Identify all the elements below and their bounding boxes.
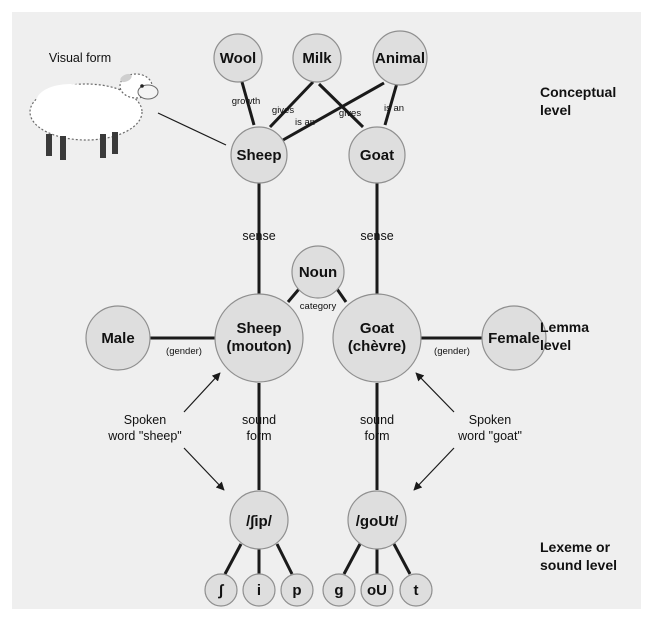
node-sheep-form: /∫ip/: [229, 490, 289, 550]
node-sheep-form-label: /∫ip/: [246, 513, 273, 530]
label-sound-form-left-2: form: [247, 429, 272, 443]
link-animal-sheep: [282, 81, 385, 142]
arrow-spoken-sheep-to-lemma: [183, 372, 221, 413]
level-lemma-line-2: level: [540, 337, 571, 353]
node-sheep-lemma: Sheep (mouton): [214, 293, 304, 383]
label-is-an-sheep: is an: [295, 117, 315, 128]
node-female-label: Female: [488, 330, 540, 347]
label-gender-left: (gender): [166, 346, 202, 357]
node-goat-concept-label: Goat: [360, 147, 394, 164]
node-phoneme-i-label: i: [257, 582, 261, 599]
node-animal: Animal: [372, 30, 428, 86]
node-phoneme-sh: ∫: [204, 573, 238, 607]
visual-form-label: Visual form: [49, 51, 111, 65]
node-male: Male: [85, 305, 151, 371]
link-form-ph-p: [275, 543, 294, 575]
link-noun-goat: [335, 288, 348, 303]
spoken-goat-line-1: Spoken: [469, 413, 511, 427]
node-animal-label: Animal: [375, 50, 425, 67]
node-phoneme-g-label: g: [334, 582, 343, 599]
arrow-spoken-goat-to-form: [413, 447, 455, 491]
node-sheep-lemma-label-2: (mouton): [227, 338, 292, 355]
link-form-ph-t: [392, 543, 412, 575]
node-wool-label: Wool: [220, 50, 256, 67]
spoken-goat-line-2: word "goat": [457, 429, 522, 443]
label-sound-form-right-2: form: [365, 429, 390, 443]
link-milk-goat: [317, 82, 365, 129]
node-phoneme-sh-label: ∫: [218, 582, 225, 599]
label-gives-goat: gives: [339, 108, 361, 119]
arrows: [183, 372, 455, 491]
node-phoneme-p-label: p: [292, 582, 301, 599]
node-goat-form-label: /goUt/: [356, 513, 399, 530]
level-conceptual-line-2: level: [540, 102, 571, 118]
node-sheep-lemma-label-1: Sheep: [236, 320, 281, 337]
link-animal-goat: [383, 82, 399, 126]
label-gender-right: (gender): [434, 346, 470, 357]
label-sound-form-left-1: sound: [242, 413, 276, 427]
spoken-sheep-line-1: Spoken: [124, 413, 166, 427]
node-goat-form: /goUt/: [347, 490, 407, 550]
node-phoneme-p: p: [280, 573, 314, 607]
sheep-picture-icon: [29, 73, 159, 160]
label-category: category: [300, 301, 337, 312]
link-labels: growth gives is an gives is an category …: [166, 96, 470, 443]
level-conceptual-line-1: Conceptual: [540, 84, 616, 100]
link-form-ph-sh: [223, 543, 243, 575]
label-sound-form-right-1: sound: [360, 413, 394, 427]
node-goat-lemma-label-2: (chèvre): [348, 338, 406, 355]
level-lexeme-line-1: Lexeme or: [540, 539, 611, 555]
node-phoneme-t-label: t: [414, 582, 419, 599]
node-phoneme-g: g: [322, 573, 356, 607]
node-milk-label: Milk: [302, 50, 332, 67]
link-milk-sheep: [268, 80, 315, 129]
node-sheep-concept-label: Sheep: [236, 147, 281, 164]
label-sense-right: sense: [360, 229, 393, 243]
level-lemma-line-1: Lemma: [540, 319, 589, 335]
label-sense-left: sense: [242, 229, 275, 243]
label-gives-sheep: gives: [272, 105, 294, 116]
link-form-ph-g: [342, 543, 362, 575]
node-goat-lemma: Goat (chèvre): [332, 293, 422, 383]
node-phoneme-oU-label: oU: [367, 582, 387, 599]
node-goat-concept: Goat: [348, 126, 406, 184]
link-noun-sheep: [286, 288, 301, 303]
node-phoneme-oU: oU: [360, 573, 394, 607]
node-sheep-concept: Sheep: [230, 126, 288, 184]
label-is-an-goat: is an: [384, 103, 404, 114]
link-wool-sheep: [240, 81, 256, 126]
links: [150, 80, 482, 575]
node-female: Female: [481, 305, 547, 371]
node-phoneme-t: t: [399, 573, 433, 607]
node-male-label: Male: [101, 330, 134, 347]
node-milk: Milk: [292, 33, 342, 83]
label-growth: growth: [232, 96, 261, 107]
node-goat-lemma-label-1: Goat: [360, 320, 394, 337]
arrow-spoken-goat-to-lemma: [415, 372, 455, 413]
node-noun: Noun: [291, 245, 345, 299]
spoken-sheep-line-2: word "sheep": [107, 429, 182, 443]
node-noun-label: Noun: [299, 264, 337, 281]
arrow-spoken-sheep-to-form: [183, 447, 225, 491]
level-lexeme-line-2: sound level: [540, 557, 617, 573]
link-visual-form-sheep: [157, 112, 227, 146]
node-wool: Wool: [213, 33, 263, 83]
node-phoneme-i: i: [242, 573, 276, 607]
